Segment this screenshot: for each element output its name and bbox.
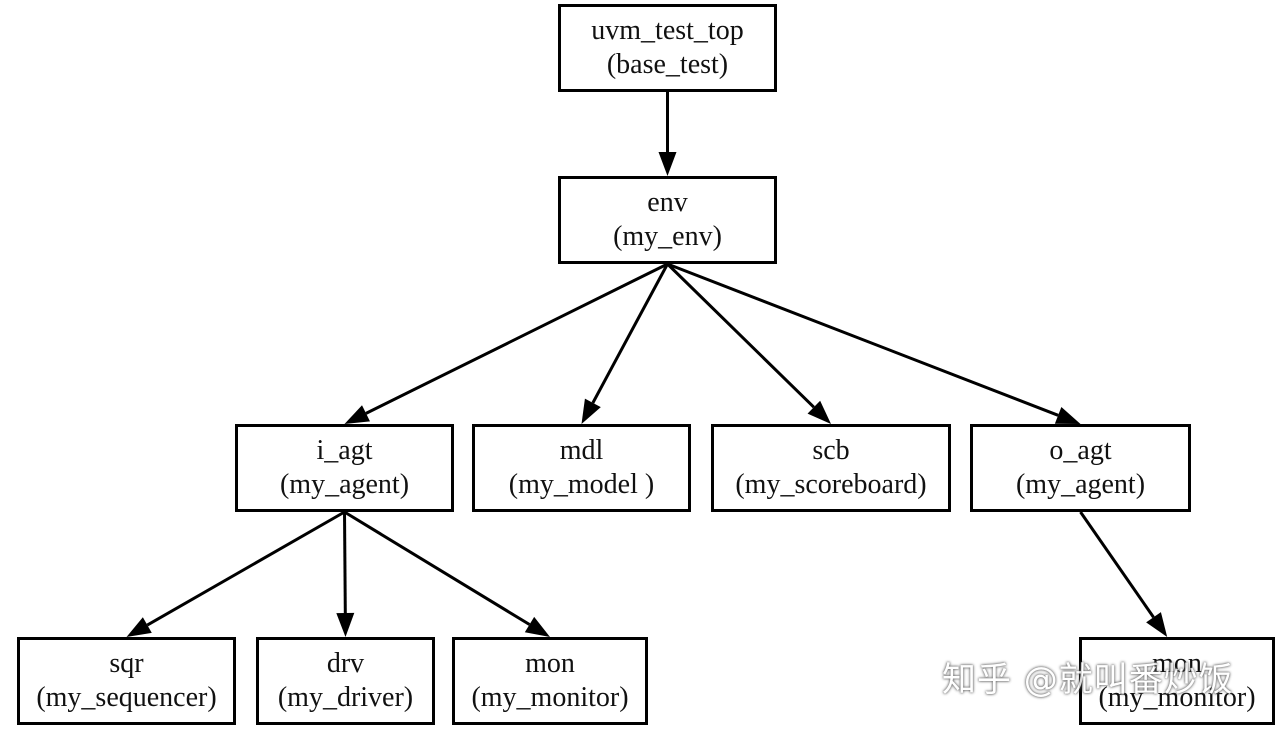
edge-i_agt-to-mon_i xyxy=(343,510,531,626)
edge-i_agt-to-drv xyxy=(343,511,347,614)
edge-env-to-i_agt xyxy=(365,262,669,415)
node-drv-type: (my_driver) xyxy=(277,682,414,713)
node-mon-i-agt: mon (my_monitor) xyxy=(452,637,648,725)
node-i-agt-name: i_agt xyxy=(316,435,373,466)
edge-env-to-scb xyxy=(666,262,815,409)
node-scb-name: scb xyxy=(812,435,850,466)
node-mdl: mdl (my_model ) xyxy=(472,424,691,512)
node-scb: scb (my_scoreboard) xyxy=(711,424,951,512)
arrowhead-i_agt-to-mon_i xyxy=(524,616,550,637)
arrowhead-env-to-i_agt xyxy=(344,405,371,424)
zhihu-watermark: 知乎 @就叫番炒饭 xyxy=(942,660,1234,700)
node-env-name: env xyxy=(647,187,688,218)
node-scb-type: (my_scoreboard) xyxy=(735,469,927,500)
node-sqr-type: (my_sequencer) xyxy=(36,682,217,713)
arrowhead-env-to-scb xyxy=(807,400,831,424)
node-mon-o-agt-name: mon xyxy=(1152,648,1202,679)
node-drv-name: drv xyxy=(326,648,365,679)
node-env-type: (my_env) xyxy=(613,221,722,252)
arrowhead-i_agt-to-sqr xyxy=(126,617,152,637)
node-uvm-test-top-name: uvm_test_top xyxy=(591,15,744,46)
node-o-agt-name: o_agt xyxy=(1049,435,1112,466)
node-drv: drv (my_driver) xyxy=(256,637,435,725)
node-uvm-test-top-type: (base_test) xyxy=(606,49,729,80)
node-mon-o-agt: mon (my_monitor) xyxy=(1079,637,1275,725)
arrowhead-env-to-mdl xyxy=(581,398,601,424)
node-i-agt: i_agt (my_agent) xyxy=(235,424,454,512)
arrowhead-i_agt-to-drv xyxy=(336,612,355,637)
node-mon-i-agt-type: (my_monitor) xyxy=(471,682,629,713)
node-mdl-type: (my_model ) xyxy=(508,469,655,500)
node-i-agt-type: (my_agent) xyxy=(279,469,410,500)
edge-env-to-mdl xyxy=(591,263,669,404)
node-env: env (my_env) xyxy=(558,176,777,264)
arrowhead-env-to-o_agt xyxy=(1054,406,1081,424)
node-sqr: sqr (my_sequencer) xyxy=(17,637,236,725)
node-sqr-name: sqr xyxy=(109,648,144,679)
node-mon-o-agt-type: (my_monitor) xyxy=(1098,682,1256,713)
arrowhead-uvm_test_top-to-env xyxy=(658,152,677,176)
node-uvm-test-top: uvm_test_top (base_test) xyxy=(558,4,777,92)
node-mdl-name: mdl xyxy=(559,435,604,466)
edge-i_agt-to-sqr xyxy=(146,510,346,627)
arrowhead-o_agt-to-mon_o xyxy=(1146,612,1168,637)
node-o-agt: o_agt (my_agent) xyxy=(970,424,1191,512)
node-mon-i-agt-name: mon xyxy=(525,648,575,679)
edge-o_agt-to-mon_o xyxy=(1079,511,1155,619)
node-o-agt-type: (my_agent) xyxy=(1015,469,1146,500)
edge-env-to-o_agt xyxy=(666,262,1059,417)
